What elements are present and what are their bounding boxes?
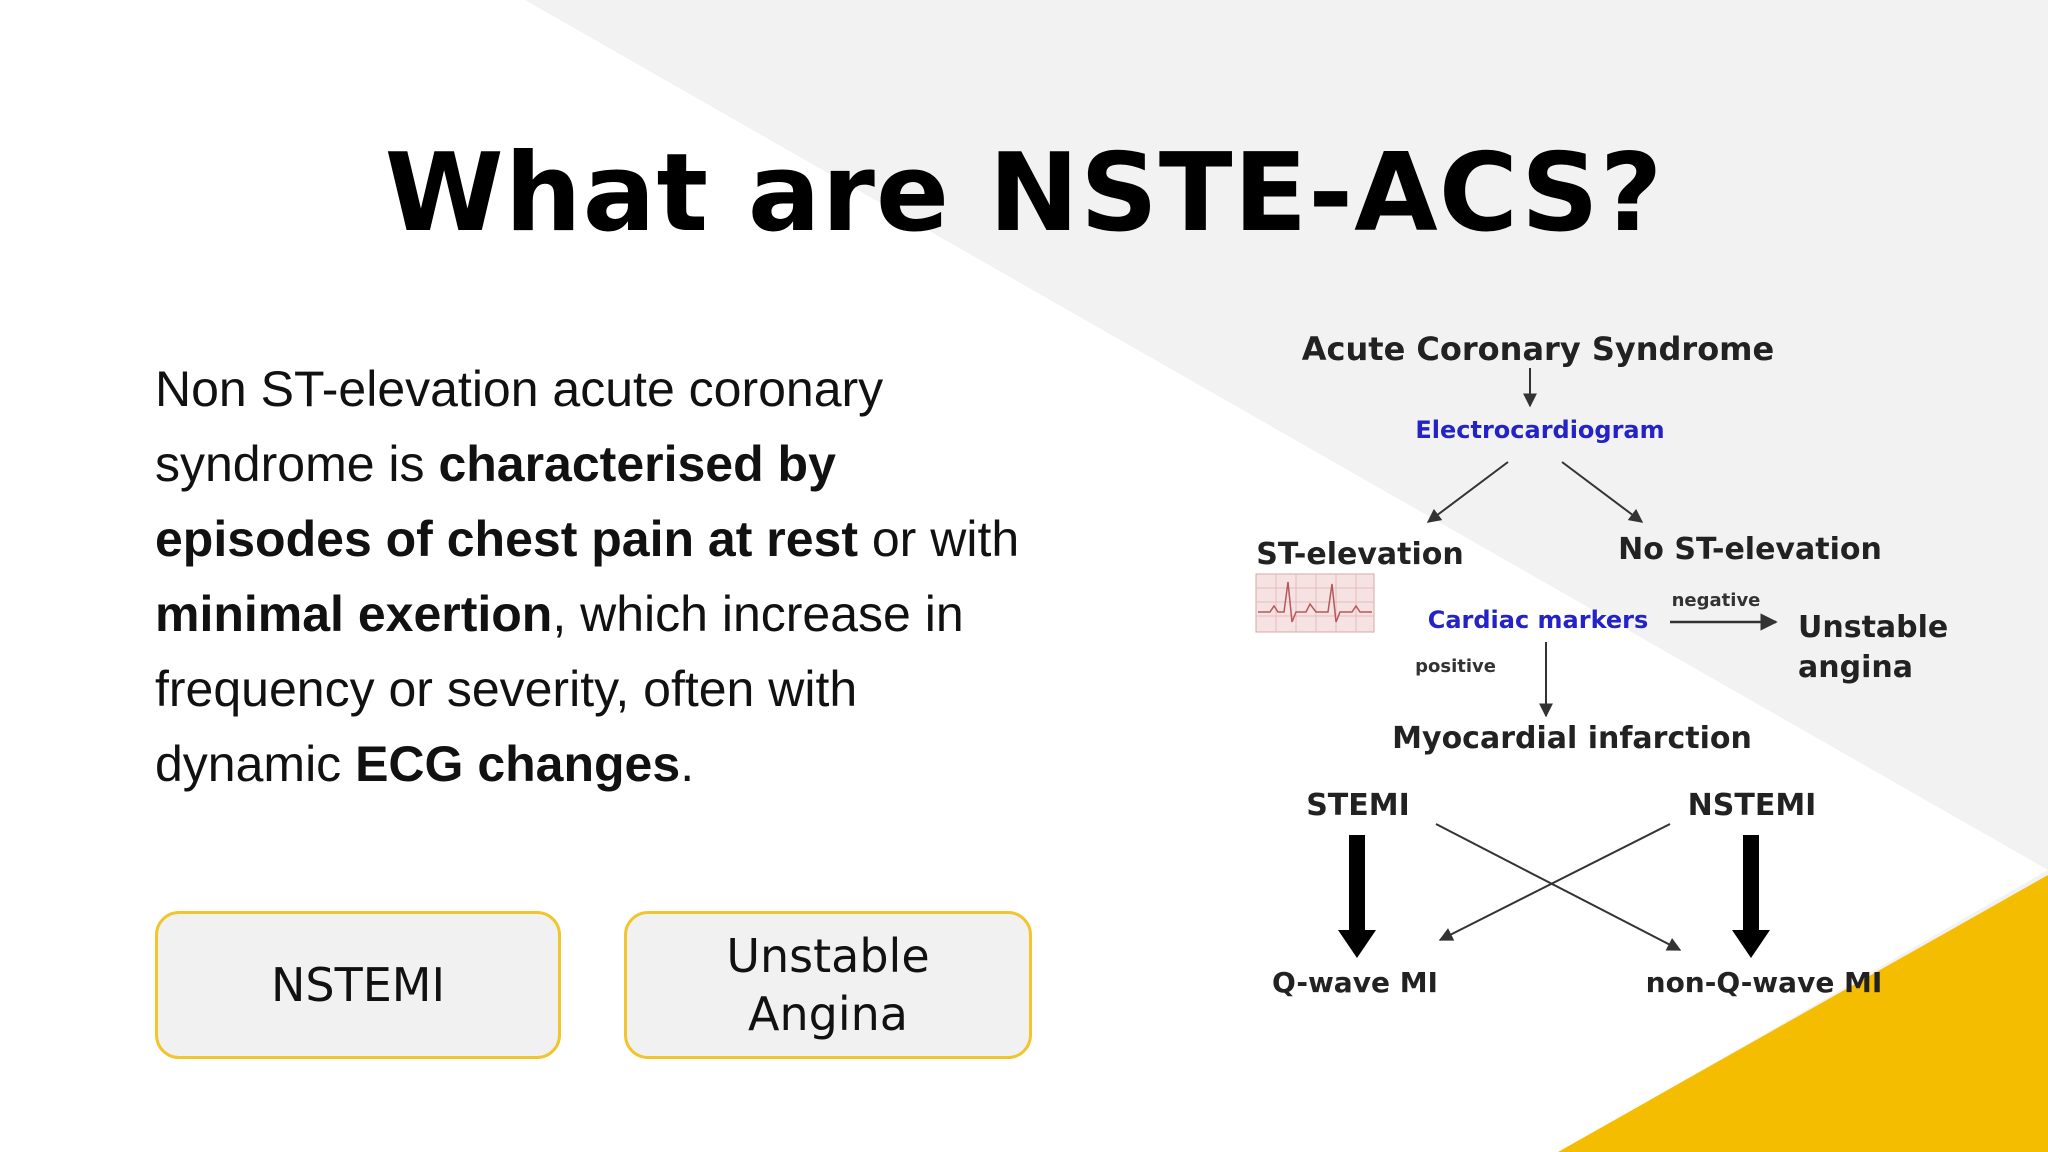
ecg-strip-icon	[1255, 573, 1375, 633]
definition-paragraph: Non ST-elevation acute coronary syndrome…	[155, 352, 1035, 802]
node-st-elevation: ST-elevation	[1256, 537, 1463, 572]
gray-triangle	[525, 0, 2048, 870]
arrow-nstemi-to-q-wave	[1438, 823, 1671, 941]
node-no-st-elevation: No ST-elevation	[1618, 532, 1882, 567]
node-q-wave-mi: Q-wave MI	[1272, 966, 1438, 999]
paragraph-text-2: or with	[857, 511, 1020, 567]
label-negative: negative	[1672, 590, 1761, 611]
node-non-q-wave-mi: non-Q-wave MI	[1646, 966, 1883, 999]
node-stemi: STEMI	[1306, 788, 1410, 823]
node-acute-coronary-syndrome: Acute Coronary Syndrome	[1302, 330, 1774, 368]
paragraph-text-4: .	[680, 736, 695, 792]
yellow-corner-triangle	[1558, 875, 2048, 1152]
node-angina: angina	[1798, 650, 1913, 685]
thick-arrow-nstemi-to-non-q-wave	[1732, 835, 1770, 958]
nstemi-pill: NSTEMI	[155, 911, 561, 1059]
node-unstable: Unstable	[1798, 610, 1948, 645]
paragraph-text-1: Non ST-elevation acute coronary syndrome…	[155, 361, 884, 492]
node-nstemi: NSTEMI	[1688, 788, 1817, 823]
paragraph-bold-1: characterised by episodes of chest pain …	[155, 436, 858, 567]
thick-arrow-stemi-to-q-wave	[1338, 835, 1376, 958]
paragraph-bold-2: minimal exertion	[155, 586, 553, 642]
unstable-angina-pill-label: Unstable Angina	[726, 929, 930, 1041]
arrow-ecg-to-no-st-elevation	[1561, 461, 1644, 523]
node-cardiac-markers: Cardiac markers	[1428, 606, 1649, 634]
node-electrocardiogram: Electrocardiogram	[1415, 416, 1664, 444]
node-myocardial-infarction: Myocardial infarction	[1392, 721, 1752, 756]
paragraph-bold-3: ECG changes	[355, 736, 681, 792]
paragraph-text-3: , which increase in frequency or severit…	[155, 586, 964, 792]
acs-flow-diagram: Acute Coronary Syndrome Electrocardiogra…	[1255, 330, 1948, 999]
arrow-stemi-to-non-q-wave	[1435, 823, 1682, 951]
arrow-ecg-to-st-elevation	[1426, 461, 1509, 523]
nstemi-pill-label: NSTEMI	[270, 958, 446, 1012]
page-title: What are NSTE-ACS?	[384, 131, 1664, 256]
unstable-angina-pill: Unstable Angina	[624, 911, 1032, 1059]
label-positive: positive	[1415, 656, 1496, 677]
